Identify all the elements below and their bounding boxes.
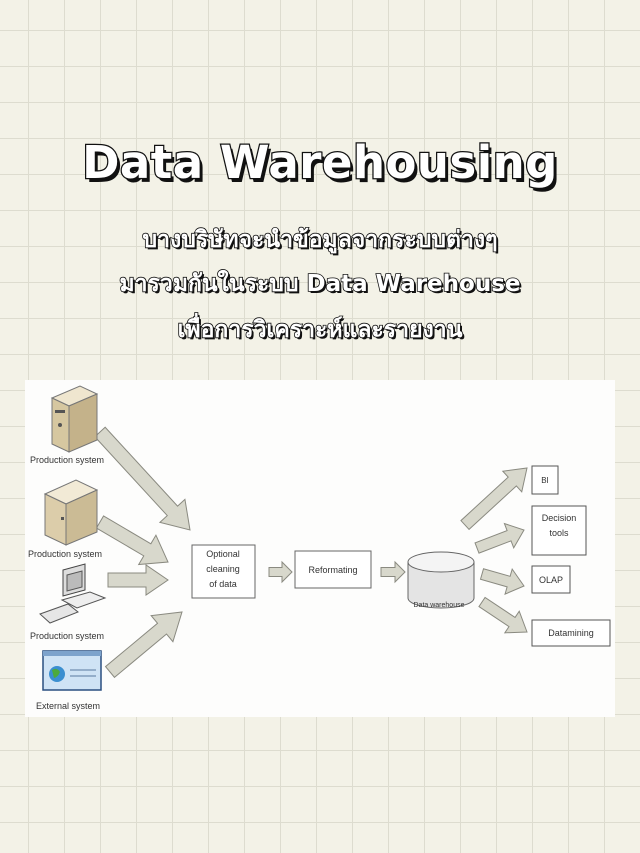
datamining-label: Datamining — [548, 628, 594, 638]
source-label-1: Production system — [30, 455, 104, 465]
flow-arrow — [380, 560, 406, 584]
source-label-4: External system — [36, 701, 100, 711]
flow-arrow — [478, 596, 528, 634]
reformatting-box — [294, 550, 372, 589]
page-title: Data Warehousing — [81, 135, 559, 191]
server-icon — [50, 385, 99, 453]
decision-tools-box — [531, 505, 587, 556]
flow-arrow — [94, 426, 191, 531]
flow-arrow — [268, 560, 293, 584]
database-cylinder-icon — [407, 551, 475, 609]
source-label-2: Production system — [28, 549, 102, 559]
subtitle-line-2: มารวมกันในระบบ Data Warehouse — [119, 270, 522, 298]
server-icon — [43, 479, 99, 546]
cleaning-label: of data — [209, 579, 237, 589]
olap-label: OLAP — [539, 575, 563, 585]
flow-arrow — [479, 567, 525, 595]
source-label-3: Production system — [30, 631, 104, 641]
reformatting-label: Reformating — [308, 565, 357, 575]
decision-label: tools — [549, 528, 569, 538]
cleaning-label: cleaning — [206, 564, 240, 574]
flow-arrow — [474, 522, 525, 554]
computer-icon — [39, 563, 107, 624]
olap-box — [531, 565, 571, 594]
cleaning-box — [191, 544, 256, 599]
web-window-icon — [42, 650, 102, 691]
cleaning-label: Optional — [206, 549, 240, 559]
bi-label: BI — [541, 476, 549, 485]
decision-label: Decision — [542, 513, 577, 523]
flow-arrow — [107, 564, 169, 596]
warehouse-label: Data warehouse — [414, 602, 465, 609]
flow-arrow — [460, 467, 528, 531]
subtitle-line-1: บางบริษัทจะนำข้อมูลจากระบบต่างๆ — [142, 226, 499, 254]
bi-box — [531, 465, 559, 495]
subtitle-line-3: เพื่อการวิเคราะห์และรายงาน — [177, 316, 463, 344]
datamining-box — [531, 619, 611, 647]
flow-arrow — [104, 611, 183, 679]
flow-arrow — [95, 515, 169, 566]
